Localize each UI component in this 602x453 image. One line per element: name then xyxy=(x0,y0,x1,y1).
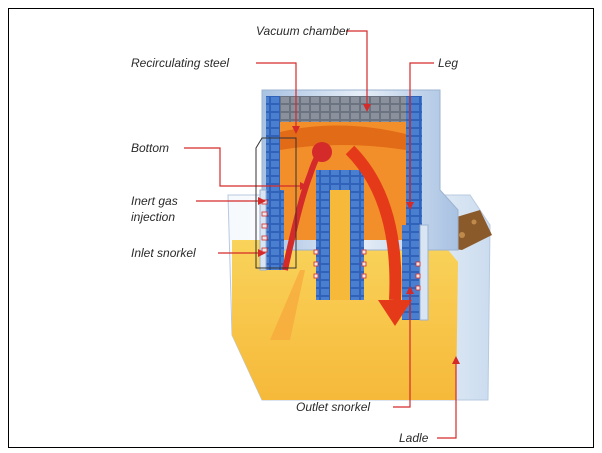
label-ladle: Ladle xyxy=(399,431,429,445)
label-bottom: Bottom xyxy=(131,141,169,155)
label-leg: Leg xyxy=(438,56,458,70)
inlet-snorkel xyxy=(266,190,284,270)
label-inlet-snorkel: Inlet snorkel xyxy=(131,246,196,260)
label-vacuum-chamber: Vacuum chamber xyxy=(256,24,351,38)
label-inert-gas-line1: Inert gas xyxy=(131,194,178,208)
label-inert-gas-line2: injection xyxy=(131,210,175,224)
label-recirculating-steel: Recirculating steel xyxy=(131,56,229,70)
label-outlet-snorkel: Outlet snorkel xyxy=(296,400,370,414)
